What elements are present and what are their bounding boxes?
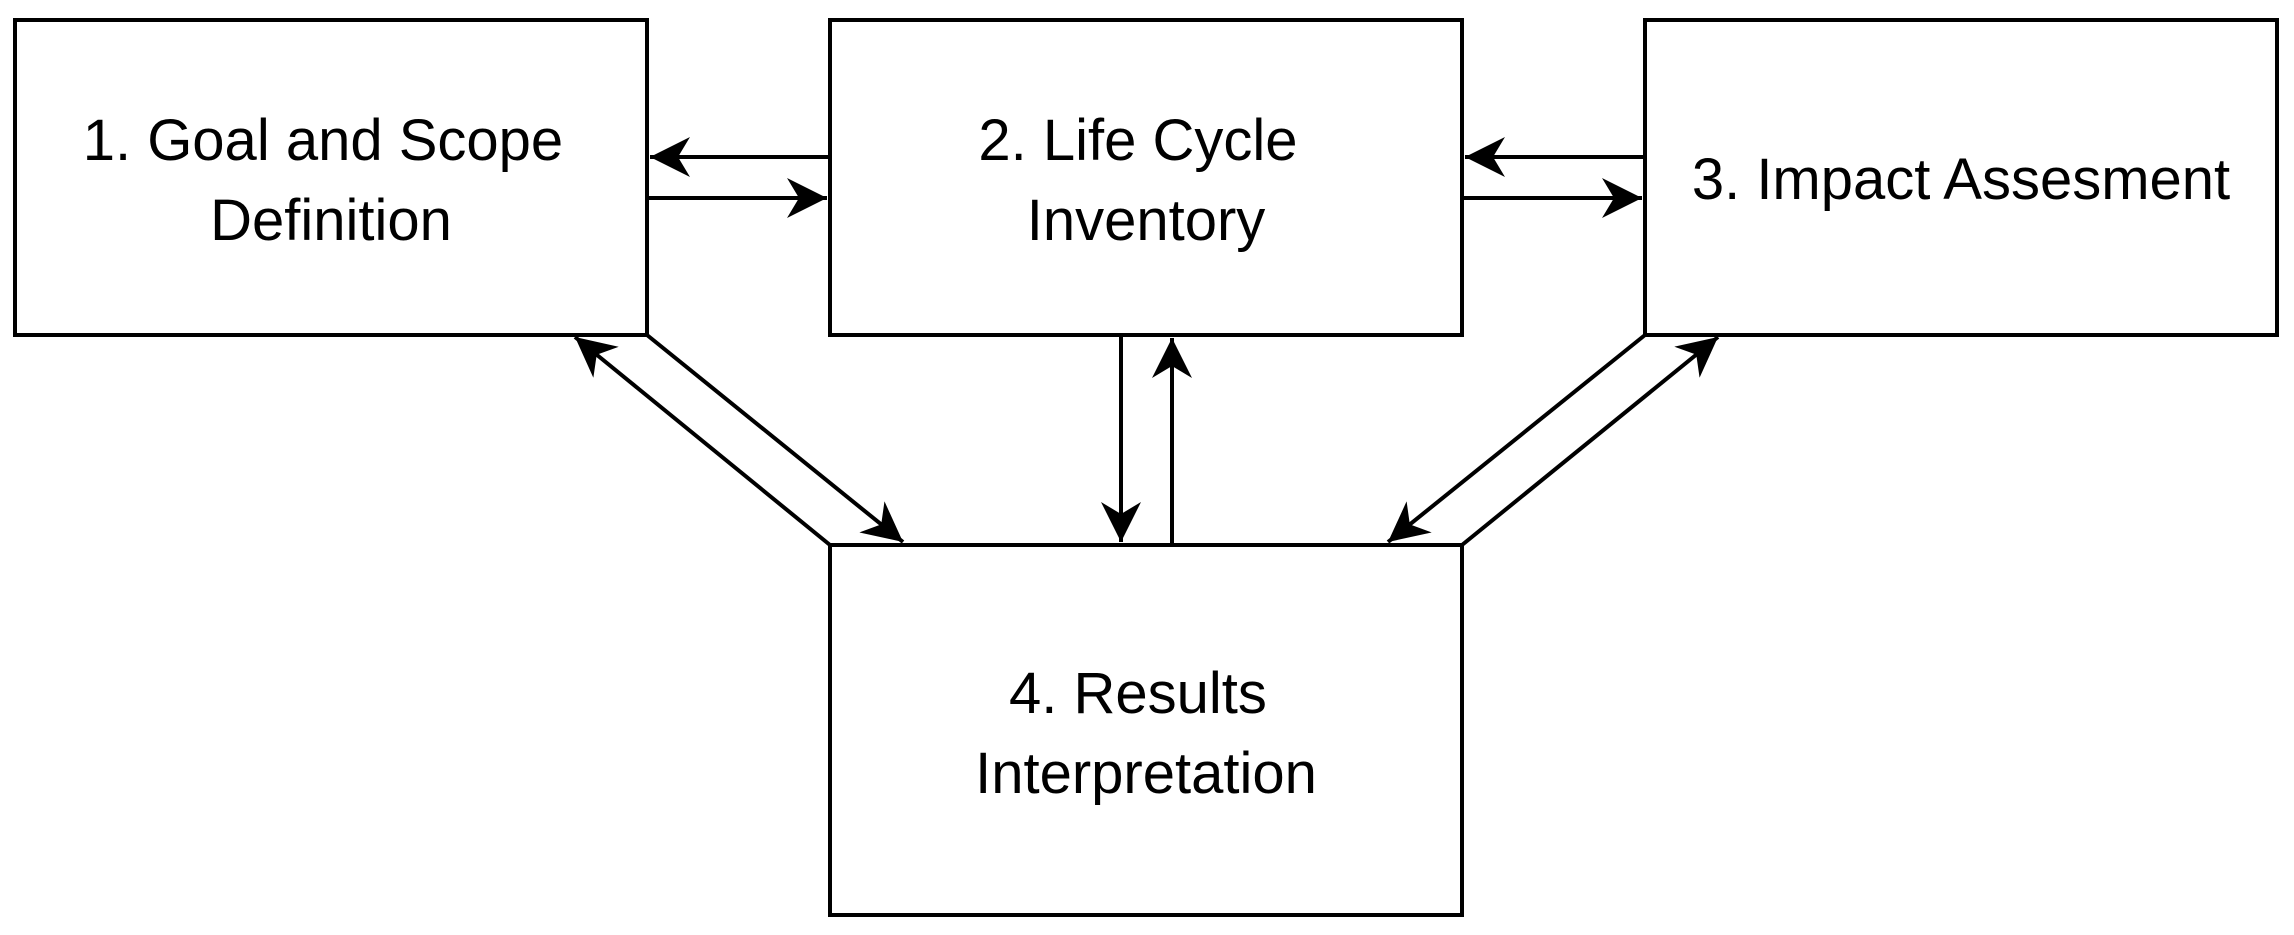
results-interpretation-label: 4. Results Interpretation — [975, 661, 1317, 806]
goal-label-line-1: 1. Goal and Scope — [83, 108, 563, 173]
results-interpretation-box: 4. Results Interpretation — [828, 543, 1464, 917]
life-cycle-inventory-label: 2. Life Cycle Inventory — [978, 108, 1313, 253]
arrow-impact-to-results — [1386, 333, 1647, 544]
goal-and-scope-box: 1. Goal and Scope Definition — [13, 18, 649, 337]
life-cycle-inventory-box: 2. Life Cycle Inventory — [828, 18, 1464, 337]
arrow-results-to-goal — [573, 335, 832, 547]
results-label-line-2: Interpretation — [975, 741, 1317, 806]
goal-and-scope-label: 1. Goal and Scope Definition — [83, 108, 580, 253]
goal-label-line-2: Definition — [210, 188, 452, 253]
impact-label-line-1: 3. Impact Assesment — [1692, 147, 2230, 212]
inventory-label-line-1: 2. Life Cycle — [978, 108, 1297, 173]
impact-assessment-label: 3. Impact Assesment — [1692, 147, 2230, 212]
edges — [573, 137, 1720, 547]
inventory-label-line-2: Inventory — [1027, 188, 1266, 253]
arrow-goal-to-results — [645, 333, 905, 544]
arrow-results-to-impact — [1460, 335, 1720, 547]
results-label-line-1: 4. Results — [1009, 661, 1267, 726]
impact-assessment-box: 3. Impact Assesment — [1643, 18, 2279, 337]
